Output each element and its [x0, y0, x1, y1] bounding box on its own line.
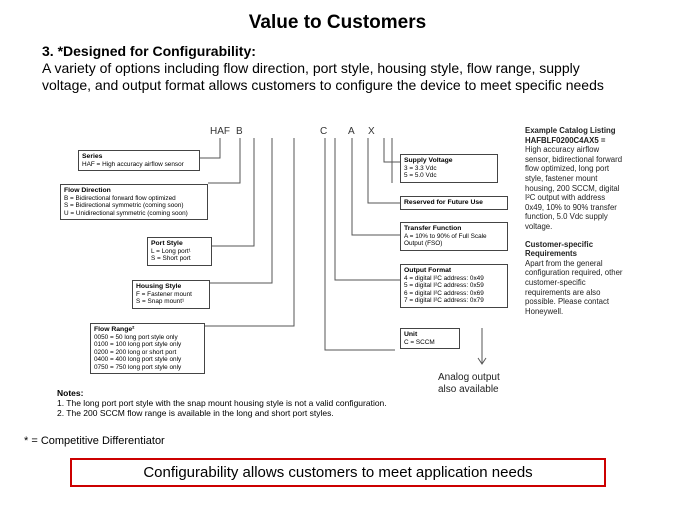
footnote: * = Competitive Differentiator: [24, 435, 165, 447]
flow-range-line: 0200 = 200 long or short port: [94, 348, 177, 356]
reserved-box: Reserved for Future Use: [400, 196, 508, 210]
page-title: Value to Customers: [248, 12, 427, 33]
port-style-line: S = Short port: [151, 255, 191, 262]
code-x: X: [368, 126, 375, 137]
output-format-box: Output Format 4 = digital I²C address: 0…: [400, 264, 508, 308]
reserved-title: Reserved for Future Use: [404, 199, 483, 206]
unit-line: C = SCCM: [404, 338, 435, 346]
port-style-box: Port Style L = Long port¹ S = Short port: [147, 237, 212, 266]
flow-range-line: 0400 = 400 long port style only: [94, 356, 182, 363]
series-box: Series HAF = High accuracy airflow senso…: [78, 150, 200, 171]
housing-style-title: Housing Style: [136, 283, 182, 290]
flow-range-box: Flow Range² 0050 = 50 long port style on…: [90, 323, 205, 374]
code-c: C: [320, 126, 328, 137]
configuration-diagram: HAF B C A X Series HAF = High accuracy a…: [50, 118, 625, 426]
output-format-line: 4 = digital I²C address: 0x49: [404, 274, 484, 282]
flow-range-line: 0100 = 100 long port style only: [94, 341, 182, 348]
example-code: HAFBLF0200C4AX5 =: [525, 135, 606, 145]
note-item: 1. The long port port style with the sna…: [57, 398, 387, 408]
connector-lines: [200, 138, 487, 365]
transfer-function-box: Transfer Function A = 10% to 90% of Full…: [400, 222, 508, 251]
transfer-function-line: A = 10% to 90% of Full Scale: [404, 232, 487, 240]
housing-style-line: F = Fastener mount: [136, 290, 192, 298]
output-format-title: Output Format: [404, 267, 452, 274]
flow-direction-line: U = Unidirectional symmetric (coming soo…: [64, 209, 188, 217]
transfer-function-line: Output (FSO): [404, 240, 443, 247]
series-title: Series: [82, 153, 103, 160]
section-heading: 3. *Designed for Configurability:: [42, 43, 256, 59]
example-text: High accuracy airflow sensor, bidirectio…: [525, 145, 623, 231]
flow-range-title: Flow Range²: [94, 326, 135, 333]
supply-voltage-line: 5 = 5.0 Vdc: [404, 172, 437, 179]
flow-direction-line: S = Bidirectional symmetric (coming soon…: [64, 202, 184, 209]
callout-box: Configurability allows customers to meet…: [70, 458, 606, 487]
notes: Notes: 1. The long port port style with …: [57, 388, 387, 418]
supply-voltage-line: 3 = 3.3 Vdc: [404, 164, 437, 172]
code-a: A: [348, 126, 355, 137]
unit-box: Unit C = SCCM: [400, 328, 460, 349]
code-haf: HAF: [210, 126, 230, 137]
supply-voltage-box: Supply Voltage 3 = 3.3 Vdc 5 = 5.0 Vdc: [400, 154, 498, 183]
code-b: B: [236, 126, 243, 137]
flow-range-line: 0050 = 50 long port style only: [94, 333, 178, 341]
flow-direction-line: B = Bidirectional forward flow optimized: [64, 194, 176, 202]
note-item: 2. The 200 SCCM flow range is available …: [57, 408, 334, 418]
unit-title: Unit: [404, 331, 418, 338]
example-heading: Example Catalog Listing: [525, 126, 616, 135]
analog-note-line: also available: [438, 384, 499, 395]
port-style-title: Port Style: [151, 240, 183, 247]
example-sidebar: Example Catalog Listing HAFBLF0200C4AX5 …: [525, 126, 625, 316]
port-style-line: L = Long port¹: [151, 247, 191, 255]
flow-direction-title: Flow Direction: [64, 187, 111, 194]
custom-text: Apart from the general configuration req…: [525, 258, 623, 316]
output-format-line: 6 = digital I²C address: 0x69: [404, 289, 484, 297]
custom-heading: Customer-specific Requirements: [525, 239, 594, 259]
housing-style-box: Housing Style F = Fastener mount S = Sna…: [132, 280, 210, 309]
housing-style-line: S = Snap mount¹: [136, 298, 185, 305]
output-format-line: 7 = digital I²C address: 0x79: [404, 297, 484, 304]
notes-heading: Notes:: [57, 388, 84, 398]
transfer-function-title: Transfer Function: [404, 225, 462, 232]
analog-note: Analog output also available: [438, 372, 500, 396]
intro-paragraph: A variety of options including flow dire…: [42, 60, 604, 93]
output-format-line: 5 = digital I²C address: 0x59: [404, 282, 484, 289]
analog-note-line: Analog output: [438, 372, 500, 383]
flow-direction-box: Flow Direction B = Bidirectional forward…: [60, 184, 208, 220]
flow-range-line: 0750 = 750 long port style only: [94, 363, 182, 371]
series-line: HAF = High accuracy airflow sensor: [82, 160, 184, 168]
supply-voltage-title: Supply Voltage: [404, 157, 453, 164]
